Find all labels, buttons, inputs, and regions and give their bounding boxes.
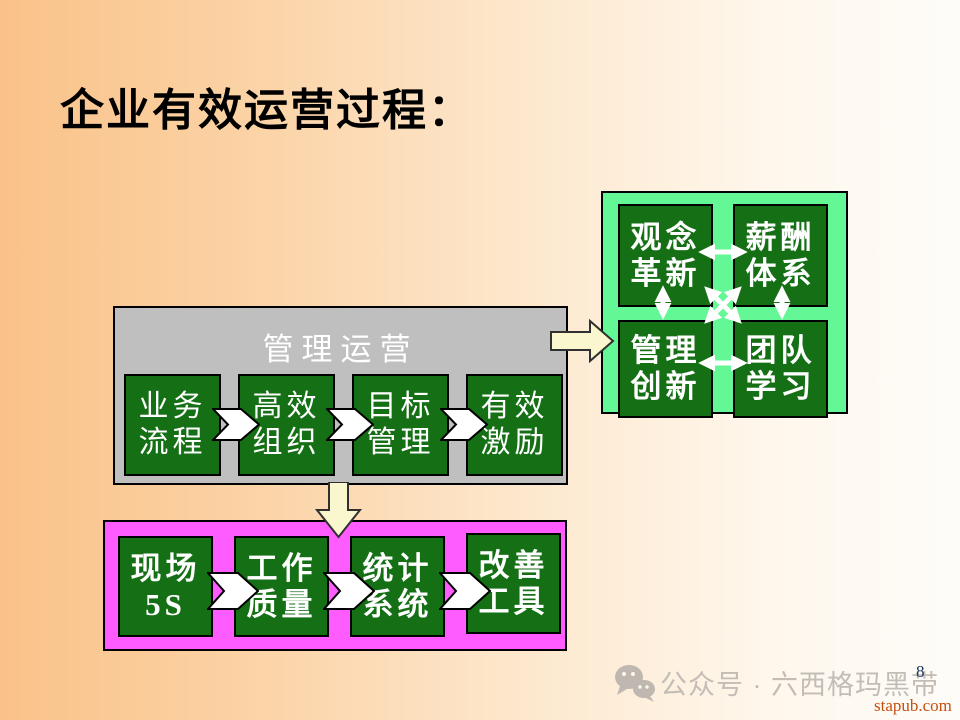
box-label-line: 目标 xyxy=(366,390,435,423)
box-label-line: 流程 xyxy=(138,426,207,459)
box-label-line: 体系 xyxy=(745,255,816,291)
page-title: 企业有效运营过程： xyxy=(60,86,474,135)
box-label-line: 有效 xyxy=(480,390,549,423)
chevron-arrow-icon xyxy=(326,408,374,441)
watermark-text: 公众号 · 六西格玛黑带 xyxy=(660,670,939,700)
box-label-line: 业务 xyxy=(138,390,207,423)
box-label-line: 现场 xyxy=(130,550,201,586)
box-effective-motivation: 有效 激励 xyxy=(466,374,563,476)
box-label-line: 高效 xyxy=(252,390,321,423)
management-operations-title: 管理运营 xyxy=(262,332,419,367)
box-label-line: 激励 xyxy=(480,426,549,459)
down-arrow-icon xyxy=(315,482,363,539)
box-label-line: 观念 xyxy=(630,219,701,255)
box-label-line: 学习 xyxy=(745,369,816,404)
chevron-arrow-icon xyxy=(323,572,375,610)
box-label-line: 创新 xyxy=(630,369,701,404)
box-label-line: 团队 xyxy=(745,333,816,368)
chevron-arrow-icon xyxy=(439,572,491,610)
box-label-line: 改善 xyxy=(478,547,549,583)
box-workplace-5s: 现场 5S xyxy=(118,536,213,637)
box-management-innovation: 管理 创新 xyxy=(618,320,713,418)
box-label-line: 革新 xyxy=(630,255,701,291)
box-label-line: 工作 xyxy=(246,550,317,586)
box-business-process: 业务 流程 xyxy=(124,374,221,476)
page-number: 8 xyxy=(916,662,925,681)
right-arrow-icon xyxy=(550,318,615,364)
box-goal-management: 目标 管理 xyxy=(352,374,449,476)
box-efficient-organization: 高效 组织 xyxy=(238,374,335,476)
box-label-line: 薪酬 xyxy=(745,219,816,255)
box-label-line: 管理 xyxy=(630,333,701,368)
box-work-quality: 工作 质量 xyxy=(234,536,329,637)
box-label-line: 5S xyxy=(145,586,186,622)
box-label-line: 管理 xyxy=(366,426,435,459)
relation-arrows-icon xyxy=(654,243,791,372)
chevron-arrow-icon xyxy=(440,408,488,441)
box-label-line: 组织 xyxy=(252,426,321,459)
wechat-icon xyxy=(615,665,655,702)
box-label-line: 统计 xyxy=(362,550,433,586)
site-watermark: stapub.com xyxy=(874,696,952,715)
chevron-arrow-icon xyxy=(212,408,260,441)
chevron-arrow-icon xyxy=(207,572,259,610)
